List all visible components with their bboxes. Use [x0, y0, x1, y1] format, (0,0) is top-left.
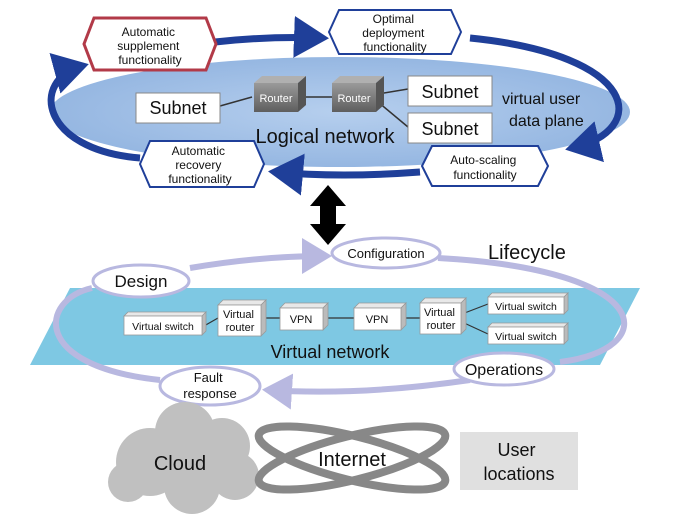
arrow-configuration-to-operations — [437, 255, 628, 365]
vpn-2-label: VPN — [366, 314, 389, 326]
design-oval — [91, 263, 191, 299]
virtual-network-title: Virtual network — [271, 342, 391, 362]
supplement-line3: functionality — [118, 53, 181, 67]
subnet-right-top-label: Subnet — [421, 82, 478, 102]
autoscaling-functionality-box: Auto-scaling functionality — [420, 145, 550, 187]
arrow-design-to-configuration — [189, 238, 332, 275]
virtual-router-left: Virtual router — [217, 299, 267, 337]
arrow-autoscaling-to-recovery — [268, 153, 421, 196]
svg-text:Virtual router: Virtual router — [223, 309, 257, 334]
subnet-left-box — [135, 92, 221, 124]
fault-response-oval — [158, 365, 262, 407]
svg-text:Automatic recovery: Automatic recovery functionality — [168, 144, 231, 186]
virtual-router-right-line2: router — [427, 320, 456, 332]
double-arrow-icon — [310, 185, 346, 245]
router-2: Router — [332, 76, 384, 112]
svg-text:Automatic supplement: Automatic supplement functionality — [117, 25, 182, 67]
fault-line1: Fault — [194, 370, 223, 385]
plane-label-line2: data plane — [509, 113, 584, 130]
supplement-line2: supplement — [117, 39, 180, 53]
svg-text:Fault response: Fault response — [183, 370, 236, 401]
virtual-switch-right-top-label: Virtual switch — [495, 301, 557, 313]
internet-label: Internet — [318, 449, 386, 471]
deployment-line3: functionality — [363, 40, 426, 54]
deployment-line2: deployment — [362, 26, 425, 40]
cloud-shape — [108, 402, 259, 514]
virtual-network-plane — [30, 288, 640, 365]
logical-cycle-arrows — [47, 15, 623, 196]
recovery-line1: Automatic — [172, 144, 225, 158]
svg-text:User locations: User locations — [483, 440, 554, 484]
lifecycle-cycle-arrows — [53, 238, 628, 410]
logical-network-title: Logical network — [256, 126, 396, 148]
lifecycle-title: Lifecycle — [488, 242, 566, 264]
operations-oval — [452, 351, 556, 387]
vpn-1-label: VPN — [290, 314, 313, 326]
cloud-label: Cloud — [154, 453, 206, 475]
subnet-right-bottom-box — [407, 112, 493, 144]
user-locations-line1: User — [497, 440, 535, 460]
arrow-recovery-to-supplement — [47, 53, 141, 162]
router-1-label: Router — [259, 93, 292, 105]
recovery-line3: functionality — [168, 172, 231, 186]
autoscaling-line2: functionality — [453, 168, 516, 182]
fault-line2: response — [183, 386, 236, 401]
deployment-line1: Optimal — [373, 12, 414, 26]
virtual-switch-left: Virtual switch — [123, 311, 207, 336]
arrow-fault-to-design — [53, 285, 161, 383]
virtual-switch-right-top: Virtual switch — [487, 292, 569, 315]
supplement-functionality-box: Automatic supplement functionality — [82, 16, 218, 72]
plane-label-line1: virtual user — [502, 91, 581, 108]
router-1: Router — [254, 76, 306, 112]
operations-label: Operations — [465, 362, 543, 379]
virtual-switch-right-bottom-label: Virtual switch — [495, 331, 557, 343]
virtual-switch-right-bottom: Virtual switch — [487, 322, 569, 345]
arrow-deployment-to-autoscaling — [469, 34, 623, 163]
configuration-label: Configuration — [347, 246, 424, 261]
recovery-line2: recovery — [175, 158, 221, 172]
subnet-right-top-box — [407, 75, 493, 107]
virtual-switch-left-label: Virtual switch — [132, 321, 194, 333]
vpn-2: VPN — [353, 302, 407, 331]
svg-text:Auto-scaling functionali: Auto-scaling functionality — [450, 153, 519, 182]
subnet-left-label: Subnet — [149, 98, 206, 118]
svg-text:Optimal deployment: Optimal deployment functionality — [362, 12, 427, 54]
svg-text:Virtual router: Virtual router — [424, 307, 458, 332]
virtual-router-left-line1: Virtual — [223, 309, 254, 321]
configuration-oval — [330, 236, 442, 270]
arrow-supplement-to-deployment — [214, 15, 329, 58]
deployment-functionality-box: Optimal deployment functionality — [327, 9, 463, 55]
user-locations-box — [460, 432, 578, 490]
arrow-operations-to-fault — [262, 373, 471, 410]
design-label: Design — [115, 272, 168, 291]
subnet-right-bottom-label: Subnet — [421, 119, 478, 139]
virtual-router-left-line2: router — [226, 322, 255, 334]
router-2-label: Router — [337, 93, 370, 105]
supplement-line1: Automatic — [122, 25, 175, 39]
virtual-router-right: Virtual router — [419, 297, 467, 335]
recovery-functionality-box: Automatic recovery functionality — [138, 140, 266, 188]
virtual-router-right-line1: Virtual — [424, 307, 455, 319]
user-locations-line2: locations — [483, 464, 554, 484]
vpn-1: VPN — [279, 302, 329, 331]
autoscaling-line1: Auto-scaling — [450, 153, 516, 167]
internet-shape — [254, 422, 450, 494]
